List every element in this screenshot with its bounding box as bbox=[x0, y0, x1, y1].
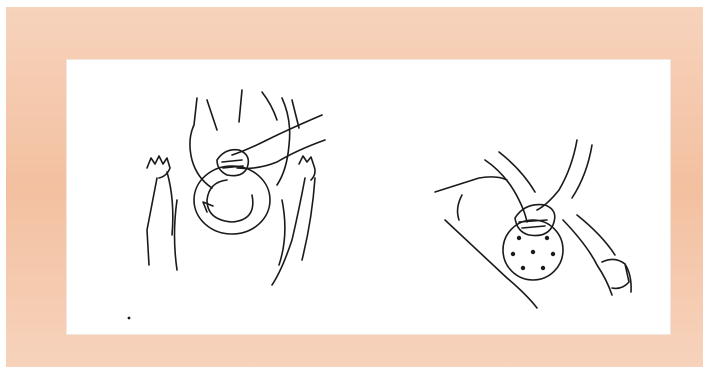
illustration-panel bbox=[66, 59, 671, 335]
right-dot-6 bbox=[541, 266, 545, 270]
right-rescuer-arm-3 bbox=[537, 140, 577, 210]
left-rescuer-arm-2 bbox=[237, 140, 325, 168]
line-drawing-canvas bbox=[67, 60, 670, 334]
right-dot-7 bbox=[531, 250, 535, 254]
right-rescuer-arm-2 bbox=[499, 152, 535, 192]
right-body-right-2 bbox=[577, 215, 615, 255]
left-right-arm bbox=[272, 178, 305, 285]
right-rescuer-arm-1 bbox=[485, 160, 527, 222]
left-top-lines-4 bbox=[292, 100, 299, 128]
left-waving-arm bbox=[147, 178, 157, 265]
left-rescuer-arm-1 bbox=[232, 115, 322, 155]
left-right-hand bbox=[299, 156, 315, 180]
left-torso-outline bbox=[190, 98, 212, 188]
right-head-line bbox=[458, 195, 462, 220]
peach-frame-background bbox=[6, 7, 703, 367]
left-top-lines-1 bbox=[207, 100, 217, 130]
left-waving-arm-inner bbox=[167, 172, 173, 235]
right-body-right bbox=[563, 220, 612, 295]
left-illustration bbox=[128, 90, 325, 319]
right-dot-1 bbox=[517, 236, 521, 240]
left-top-lines-2 bbox=[239, 90, 242, 122]
right-dot-4 bbox=[551, 252, 555, 256]
stray-dot bbox=[128, 317, 131, 320]
left-circular-arrow bbox=[207, 180, 253, 222]
left-waving-hand bbox=[147, 156, 170, 178]
right-dot-3 bbox=[511, 252, 515, 256]
right-dot-2 bbox=[545, 236, 549, 240]
left-body-left bbox=[175, 200, 178, 270]
right-dot-5 bbox=[521, 266, 525, 270]
right-illustration bbox=[435, 140, 631, 308]
left-torso-right bbox=[277, 98, 290, 185]
right-torso-upper bbox=[435, 177, 507, 192]
left-body-right bbox=[279, 200, 285, 265]
left-top-lines-3 bbox=[262, 92, 277, 120]
left-right-arm-2 bbox=[302, 178, 315, 260]
